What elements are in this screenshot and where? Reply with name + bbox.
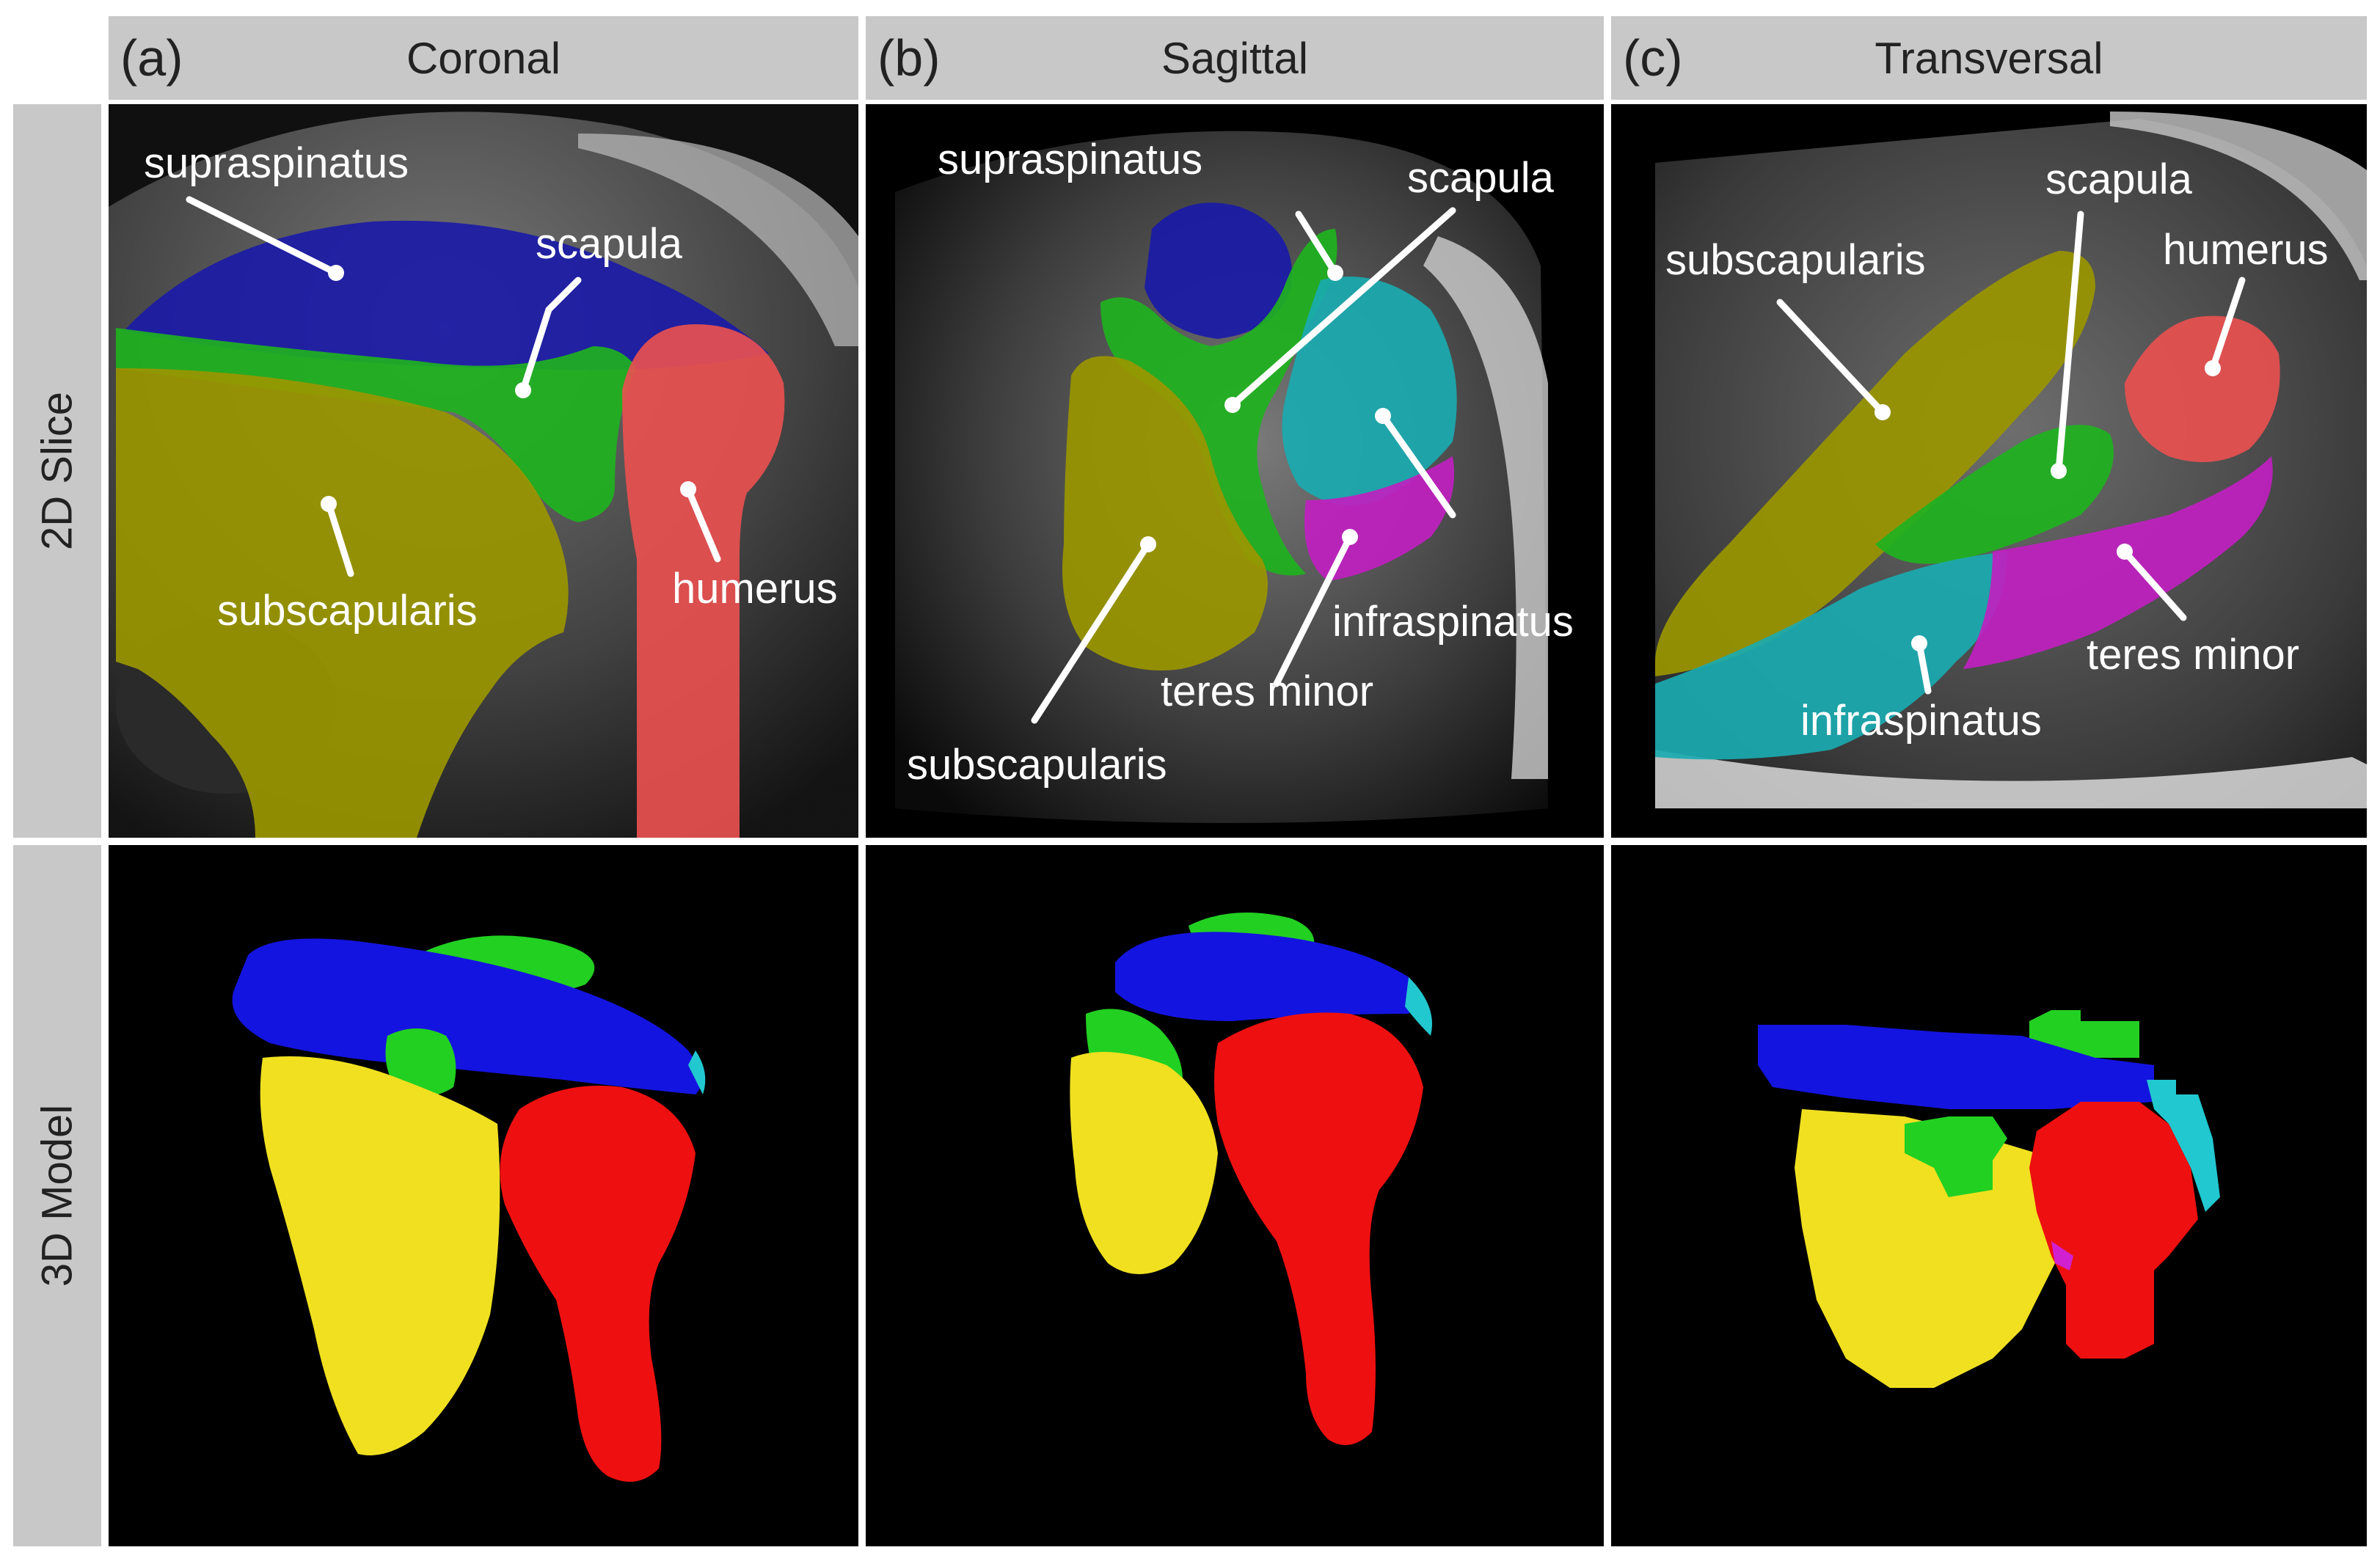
panel-tag-b: (b): [877, 29, 941, 87]
seg-scapula: [1875, 425, 2114, 564]
label-supraspinatus: supraspinatus: [144, 139, 409, 187]
seg-subscapularis: [116, 368, 569, 838]
panel-tag-c: (c): [1623, 29, 1683, 87]
model-humerus: [500, 1086, 696, 1482]
leader-scapula: [1229, 207, 1456, 409]
panel-transversal-2d-slice: subscapularis scapula humerus teres mino…: [1611, 104, 2367, 838]
leader-scapula: [2055, 211, 2084, 475]
marker-supraspinatus: [328, 265, 344, 281]
label-infraspinatus: infraspinatus: [1800, 697, 2042, 745]
label-scapula: scapula: [1407, 154, 1555, 202]
leader-supraspinatus: [1295, 211, 1339, 277]
marker-subscapularis: [1875, 404, 1891, 420]
model-infraspinatus: [2147, 1080, 2220, 1212]
coronal-3d-model: [232, 935, 706, 1482]
model-humerus: [2029, 1102, 2198, 1359]
marker-scapula: [2051, 463, 2067, 479]
model-supraspinatus: [1758, 1025, 2154, 1109]
model-scapula: [385, 1028, 456, 1097]
model-subscapularis: [260, 1056, 500, 1455]
model-scapula: [1905, 1116, 2007, 1197]
label-humerus: humerus: [2163, 226, 2329, 274]
coronal-slice-image: supraspinatus scapula subscapularis hume…: [109, 104, 858, 838]
marker-teres-minor: [2117, 544, 2133, 560]
transversal-3d-model: [1758, 1010, 2220, 1388]
marker-teres-minor: [1342, 529, 1358, 545]
marker-infraspinatus: [1375, 408, 1391, 424]
leader-teres-minor: [1273, 533, 1354, 687]
column-header-coronal: (a) Coronal: [109, 16, 858, 100]
leader-supraspinatus: [186, 196, 340, 277]
row-header-3d-model: 3D Model: [13, 845, 101, 1546]
row-title-2d-slice: 2D Slice: [33, 392, 81, 550]
marker-supraspinatus: [1327, 265, 1343, 281]
label-subscapularis: subscapularis: [217, 587, 478, 635]
column-header-sagittal: (b) Sagittal: [866, 16, 1604, 100]
label-subscapularis: subscapularis: [907, 741, 1167, 789]
leader-humerus: [2209, 277, 2246, 372]
marker-humerus: [2205, 360, 2221, 376]
seg-supraspinatus: [123, 220, 769, 370]
panel-coronal-2d-slice: supraspinatus scapula subscapularis hume…: [109, 104, 858, 838]
row-title-3d-model: 3D Model: [33, 1104, 81, 1287]
column-title-sagittal: Sagittal: [1161, 33, 1309, 83]
leader-teres-minor: [2121, 548, 2187, 621]
seg-humerus: [622, 324, 785, 838]
seg-subscapularis: [1655, 251, 2095, 676]
marker-humerus: [680, 481, 696, 497]
seg-infraspinatus: [1655, 552, 2007, 760]
label-humerus: humerus: [672, 565, 838, 613]
model-infraspinatus: [1405, 977, 1432, 1036]
transversal-slice-image: subscapularis scapula humerus teres mino…: [1611, 104, 2367, 838]
marker-subscapularis: [321, 496, 337, 512]
leader-subscapularis: [325, 500, 354, 577]
model-teres-minor: [2051, 1241, 2073, 1271]
marker-infraspinatus: [1911, 635, 1927, 651]
label-teres-minor: teres minor: [1161, 668, 1373, 715]
marker-subscapularis: [1140, 536, 1156, 552]
model-subscapularis: [1795, 1109, 2066, 1388]
marker-scapula: [515, 382, 531, 398]
model-supraspinatus: [232, 938, 701, 1094]
label-scapula: scapula: [2045, 156, 2193, 203]
seg-scapula: [1100, 229, 1337, 576]
label-teres-minor: teres minor: [2087, 631, 2299, 679]
column-title-coronal: Coronal: [406, 33, 561, 83]
model-subscapularis: [1070, 1052, 1218, 1274]
leader-subscapularis: [1031, 541, 1152, 724]
panel-sagittal-2d-slice: supraspinatus scapula infraspinatus tere…: [866, 104, 1604, 838]
panel-sagittal-3d-model: [866, 845, 1604, 1546]
panel-tag-a: (a): [120, 29, 183, 87]
marker-scapula: [1224, 397, 1241, 413]
leader-humerus: [685, 486, 721, 563]
model-supraspinatus: [1115, 932, 1416, 1021]
panel-coronal-3d-model: [109, 845, 858, 1546]
seg-supraspinatus: [1145, 202, 1293, 339]
seg-teres-minor: [1963, 456, 2273, 669]
leader-scapula: [519, 306, 552, 394]
label-scapula: scapula: [536, 220, 683, 268]
leader-infraspinatus: [1379, 412, 1456, 519]
model-infraspinatus: [688, 1050, 706, 1094]
panel-transversal-3d-model: [1611, 845, 2367, 1546]
row-header-2d-slice: 2D Slice: [13, 104, 101, 838]
label-infraspinatus: infraspinatus: [1332, 598, 1574, 646]
label-subscapularis: subscapularis: [1665, 236, 1926, 284]
sagittal-slice-image: supraspinatus scapula infraspinatus tere…: [866, 104, 1604, 838]
model-humerus: [1214, 1012, 1423, 1445]
sagittal-3d-model: [1070, 913, 1432, 1445]
leader-infraspinatus: [1916, 640, 1932, 695]
seg-humerus: [2125, 315, 2280, 462]
label-supraspinatus: supraspinatus: [938, 136, 1202, 183]
column-title-transversal: Transversal: [1875, 33, 2103, 83]
column-header-transversal: (c) Transversal: [1611, 16, 2367, 100]
seg-infraspinatus: [1282, 277, 1457, 505]
leader-subscapularis: [1776, 299, 1886, 416]
